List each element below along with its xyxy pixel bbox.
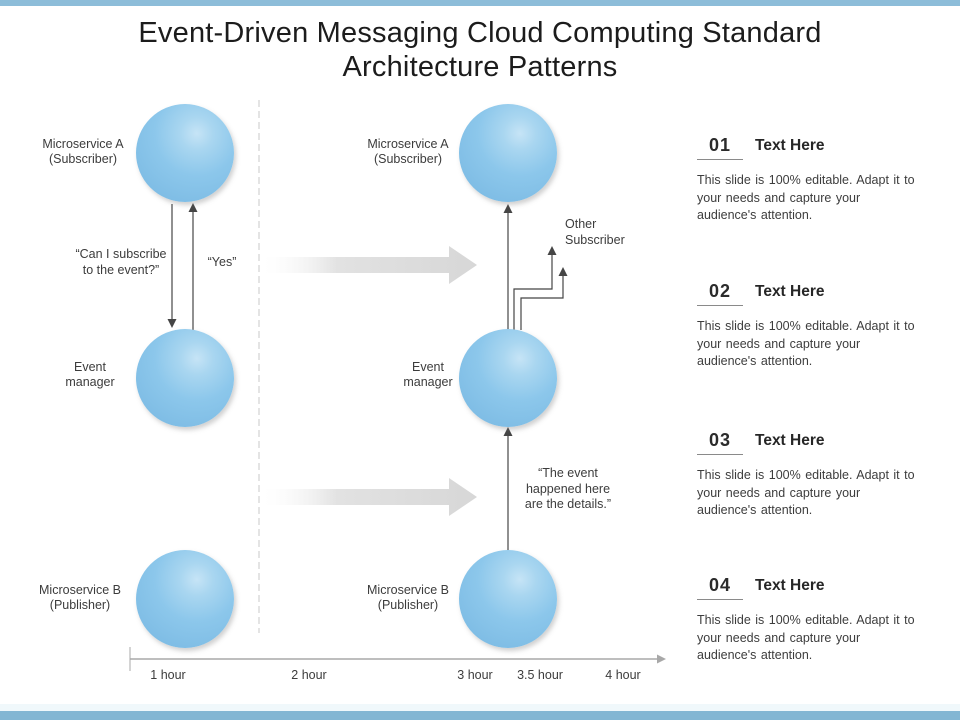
timeline-label-3hour: 3 hour <box>457 668 493 682</box>
message-subscribe-reply: “Yes” <box>207 255 237 269</box>
sidebar-item-02: 02 Text Here This slide is 100% editable… <box>683 281 927 403</box>
item-body: This slide is 100% editable. Adapt it to… <box>697 468 915 517</box>
item-number: 04 <box>697 575 743 600</box>
publisher-to-event-arrowhead <box>503 427 513 436</box>
item-number: 01 <box>697 135 743 160</box>
item-body: This slide is 100% editable. Adapt it to… <box>697 319 915 368</box>
node-event-manager-left <box>136 329 234 427</box>
item-number: 02 <box>697 281 743 306</box>
timeline-label-2hour: 2 hour <box>291 668 327 682</box>
node-microservice-b-left <box>136 550 234 648</box>
timeline-label-1hour: 1 hour <box>150 668 186 682</box>
bottom-light-band <box>0 704 960 711</box>
label-microservice-b-mid: Microservice B (Publisher) <box>367 583 449 612</box>
message-event-notification: “The event happened here are the details… <box>524 466 612 511</box>
other-subscriber-arrow-1 <box>513 255 553 330</box>
timeline-label-3-5hour: 3.5 hour <box>517 668 563 682</box>
slide-title: Event-Driven Messaging Cloud Computing S… <box>138 17 822 83</box>
sidebar-item-03: 03 Text Here This slide is 100% editable… <box>683 430 927 552</box>
label-event-manager-mid: Event manager <box>403 360 453 389</box>
item-heading: Text Here <box>755 283 825 300</box>
gray-block-arrow-bottom <box>262 478 477 516</box>
sidebar-item-01: 01 Text Here This slide is 100% editable… <box>683 135 927 257</box>
message-subscribe-request: “Can I subscribe to the event?” <box>75 247 167 277</box>
label-microservice-b-left: Microservice B (Publisher) <box>39 583 121 612</box>
item-body: This slide is 100% editable. Adapt it to… <box>697 613 915 662</box>
item-body: This slide is 100% editable. Adapt it to… <box>697 173 915 222</box>
subscribe-request-arrowhead <box>167 319 177 328</box>
other-subscriber-arrow-2 <box>520 276 564 330</box>
node-event-manager-mid <box>459 329 557 427</box>
other-subscriber-arrowhead-1 <box>547 246 557 255</box>
gray-block-arrow-top <box>262 246 477 284</box>
label-microservice-a-mid: Microservice A (Subscriber) <box>367 137 449 166</box>
node-microservice-a-left <box>136 104 234 202</box>
label-other-subscriber: Other Subscriber <box>565 217 625 247</box>
timeline-axis-arrowhead <box>657 654 666 664</box>
other-subscriber-arrowhead-2 <box>558 267 568 276</box>
timeline-label-4hour: 4 hour <box>605 668 641 682</box>
item-number: 03 <box>697 430 743 455</box>
subscribe-reply-arrowhead <box>188 203 198 212</box>
item-heading: Text Here <box>755 577 825 594</box>
event-to-subscriber-arrowhead <box>503 204 513 213</box>
item-heading: Text Here <box>755 432 825 449</box>
label-microservice-a-left: Microservice A (Subscriber) <box>42 137 124 166</box>
bottom-accent-strip <box>0 711 960 720</box>
node-microservice-b-mid <box>459 550 557 648</box>
sidebar-item-04: 04 Text Here This slide is 100% editable… <box>683 575 927 697</box>
node-microservice-a-mid <box>459 104 557 202</box>
label-event-manager-left: Event manager <box>65 360 115 389</box>
item-heading: Text Here <box>755 137 825 154</box>
top-accent-strip <box>0 0 960 6</box>
